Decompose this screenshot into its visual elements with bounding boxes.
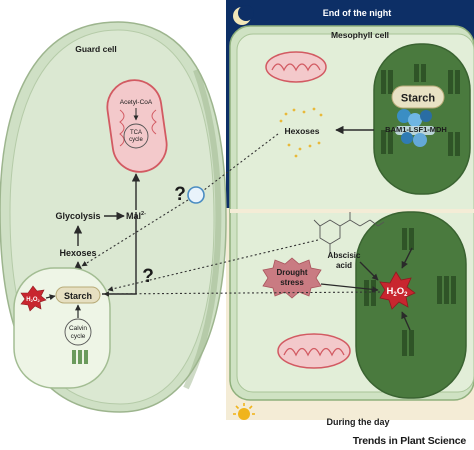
mesophyll-h2o2-o: O xyxy=(397,286,404,297)
drought-stress-burst xyxy=(262,257,322,299)
drought-label-2: stress xyxy=(280,278,304,287)
chloroplast-day xyxy=(355,211,467,399)
mesophyll-title: Mesophyll cell xyxy=(331,30,389,40)
mesophyll-mitochondrion-top xyxy=(265,51,327,83)
guard-mitochondrion xyxy=(106,79,168,173)
guard-starch-label: Starch xyxy=(64,291,92,301)
guard-h2o2-o: O xyxy=(33,297,38,303)
arrow-lower-to-h2o2 xyxy=(401,311,411,331)
mesophyll-h2o2-burst xyxy=(379,271,416,310)
mesophyll-mitochondrion-bottom xyxy=(277,333,351,369)
malate-text: Mal xyxy=(126,211,141,221)
mesophyll-h2o2-sub: 2 xyxy=(393,292,397,298)
calvin-label-2: cycle xyxy=(71,333,86,340)
mesophyll-h2o2-h: H xyxy=(387,286,394,297)
enzyme-complex-icon xyxy=(395,109,435,147)
arrow-upper-to-h2o2 xyxy=(401,247,413,269)
day-band xyxy=(230,209,474,213)
sun-icon xyxy=(233,403,255,420)
moon-icon xyxy=(233,5,254,25)
guard-hexoses-label: Hexoses xyxy=(59,248,96,258)
tca-label-1: TCA xyxy=(130,130,142,136)
mesophyll-hexoses-label: Hexoses xyxy=(285,126,320,136)
malate-label: Mal2- xyxy=(126,211,146,221)
mesophyll-starch-label: Starch xyxy=(401,93,436,105)
transporter-icon xyxy=(187,186,205,204)
guard-chloroplast xyxy=(13,267,111,389)
guard-h2o2-h: H xyxy=(26,297,30,303)
tca-label-2: cycle xyxy=(129,137,143,143)
enzyme-complex-label: BAM1-LSF1-MDH xyxy=(385,125,447,134)
drought-label-1: Drought xyxy=(276,268,307,277)
question-mark-signal: ? xyxy=(142,266,154,287)
guard-h2o2-burst xyxy=(20,285,47,312)
dotted-transporter-to-guard-hexoses xyxy=(81,199,189,267)
question-mark-transport: ? xyxy=(174,184,186,205)
arrow-h2o2-to-starch xyxy=(45,294,56,301)
dotted-h2o2-to-guard-starch xyxy=(103,291,381,297)
abscisic-acid-structure-icon xyxy=(313,212,385,252)
day-label: During the day xyxy=(326,417,389,427)
mesophyll-h2o2-label: H2O2 xyxy=(387,286,409,298)
source-credit: Trends in Plant Science xyxy=(352,435,466,447)
guard-h2o2-sub: 2 xyxy=(31,298,34,303)
abscisic-acid-label-2: acid xyxy=(336,261,352,270)
arrow-drought-to-h2o2 xyxy=(320,283,379,293)
malate-sup: 2- xyxy=(141,211,146,217)
starch-granule-mesophyll xyxy=(391,85,445,109)
dotted-hexoses-to-guard xyxy=(203,133,279,191)
night-label: End of the night xyxy=(323,8,391,18)
guard-starch-granule xyxy=(55,286,101,304)
acetyl-coa-label: Acetyl-CoA xyxy=(120,99,153,106)
calvin-cycle-ring xyxy=(64,318,92,346)
guard-h2o2-label: H2O2 xyxy=(26,297,40,303)
guard-h2o2-sub2: 2 xyxy=(38,298,41,303)
mesophyll-h2o2-sub2: 2 xyxy=(404,292,408,298)
guard-cell-title: Guard cell xyxy=(75,44,117,54)
guard-cell-pore-wall xyxy=(183,68,222,390)
hexose-dots xyxy=(279,107,323,158)
abscisic-acid-label-1: Abscisic xyxy=(328,251,361,260)
tca-cycle-ring xyxy=(123,123,149,149)
arrow-aba-to-h2o2 xyxy=(359,261,379,281)
glycolysis-label: Glycolysis xyxy=(55,211,100,221)
calvin-label-1: Calvin xyxy=(69,325,87,332)
